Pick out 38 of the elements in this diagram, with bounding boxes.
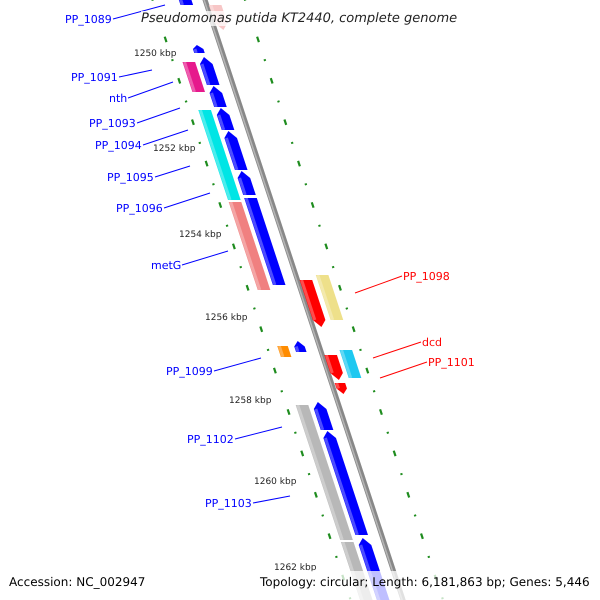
gene-label: PP_1098 <box>403 270 450 282</box>
gene-label: PP_1101 <box>428 356 475 368</box>
leader-line <box>234 426 282 440</box>
leader-line <box>380 362 428 378</box>
gene-label: PP_1102 <box>187 434 234 444</box>
gene-label: PP_1093 <box>89 118 136 128</box>
gene-label: PP_1103 <box>205 498 252 508</box>
gene-label: PP_1089 <box>65 14 112 24</box>
leader-line <box>142 130 188 146</box>
leader-line <box>182 250 228 266</box>
title: Pseudomonas putida KT2440, complete genome <box>141 10 458 26</box>
gene-label: PP_1091 <box>71 72 118 82</box>
position-label: 1256 kbp <box>205 314 248 322</box>
gene-label: PP_1094 <box>95 140 142 150</box>
leader-line <box>154 166 190 178</box>
position-label: 1260 kbp <box>254 478 296 486</box>
leader-line <box>354 276 402 294</box>
leader-line <box>118 70 152 78</box>
position-label: 1250 kbp <box>134 50 176 58</box>
leader-line <box>164 192 210 208</box>
gene-label: PP_1099 <box>166 366 213 376</box>
leader-line <box>112 4 166 20</box>
gene-label: dcd <box>422 336 442 348</box>
gene-label: nth <box>109 92 128 104</box>
gene-label: metG <box>151 260 182 270</box>
leader-line <box>372 342 422 358</box>
position-label: 1258 kbp <box>229 396 272 406</box>
position-label: 1254 kbp <box>179 230 222 240</box>
footer-text: Accession: NC_002947 <box>9 576 146 588</box>
leader-line <box>252 496 290 504</box>
leader-line <box>136 108 180 124</box>
position-label: 1262 kbp <box>274 564 316 572</box>
gene-label: PP_1096 <box>116 202 163 214</box>
leader-line <box>214 358 262 372</box>
position-label: 1252 kbp <box>153 144 196 154</box>
footer-text: Topology: circular; Length: 6,181,863 bp; Genes: 5,446 <box>260 576 590 588</box>
leader-line <box>128 82 174 98</box>
gene-label: PP_1095 <box>107 172 154 182</box>
